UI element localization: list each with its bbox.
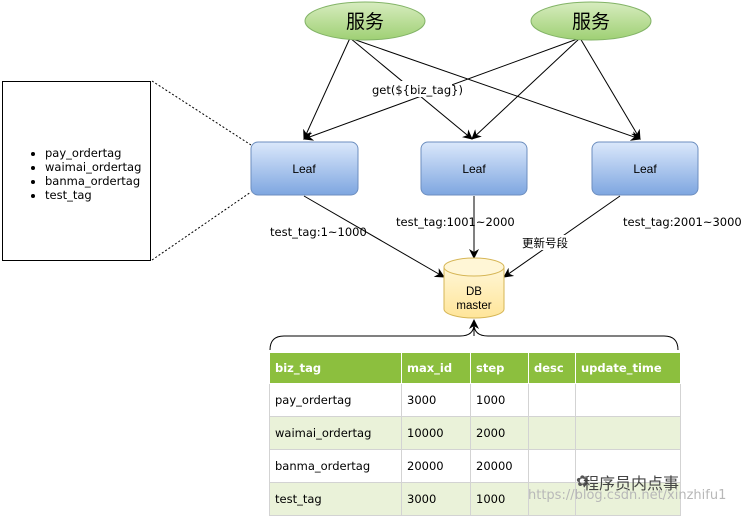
biz-tag-list: pay_ordertag waimai_ordertag banma_order… — [3, 146, 141, 202]
column-header: max_id — [401, 352, 471, 384]
table-header-row: biz_tag max_id step desc update_time — [269, 352, 681, 384]
table-cell: waimai_ordertag — [269, 416, 402, 450]
table-cell: banma_ordertag — [269, 449, 402, 483]
edge-s1-leaf3 — [349, 37, 641, 141]
column-header: update_time — [575, 352, 681, 384]
list-item: waimai_ordertag — [45, 160, 141, 174]
list-item: test_tag — [45, 188, 141, 202]
service-node-2: 服务 — [530, 1, 652, 41]
service-to-leaf-edges — [303, 37, 641, 141]
service-node-1: 服务 — [304, 1, 426, 41]
table-cell: 10000 — [401, 416, 471, 450]
edge-s1-leaf1 — [303, 37, 351, 140]
leaf-label: Leaf — [462, 162, 486, 176]
table-cell: 1000 — [470, 383, 529, 417]
get-label-bg — [370, 81, 452, 97]
table-cell — [575, 383, 681, 417]
table-cell — [528, 482, 576, 516]
edge-s2-leaf2 — [471, 37, 581, 140]
table-cell: 3000 — [401, 383, 471, 417]
callout-line-bottom — [151, 191, 252, 261]
table-cell — [575, 482, 681, 516]
update-label-bg — [520, 235, 572, 250]
table-row: banma_ordertag 20000 20000 — [269, 449, 681, 483]
segment-label-leaf1: test_tag:1~1000 — [270, 225, 367, 239]
db-label-line2: master — [456, 300, 491, 312]
leaf-alloc-table: biz_tag max_id step desc update_time pay… — [269, 352, 681, 516]
table-cell — [528, 449, 576, 483]
service-label: 服务 — [572, 11, 610, 33]
table-cell: 20000 — [470, 449, 529, 483]
db-label-line1: DB — [466, 286, 482, 298]
table-cell — [528, 416, 576, 450]
table-cell: 2000 — [470, 416, 529, 450]
column-header: desc — [528, 352, 576, 384]
biz-tag-list-box: pay_ordertag waimai_ordertag banma_order… — [2, 81, 151, 261]
db-master-node: DB master — [443, 257, 505, 319]
edge-leaf1-db — [303, 195, 445, 278]
table-row: pay_ordertag 3000 1000 — [269, 383, 681, 417]
segment-label-leaf2: test_tag:1001~2000 — [396, 215, 515, 229]
table-cell: pay_ordertag — [269, 383, 402, 417]
leaf-node-2: Leaf — [420, 141, 528, 196]
list-callout-lines — [151, 80, 252, 261]
table-row: test_tag 3000 1000 — [269, 482, 681, 516]
leaf-label: Leaf — [292, 162, 316, 176]
service-label: 服务 — [346, 11, 384, 33]
column-header: step — [470, 352, 529, 384]
table-brace — [269, 323, 679, 351]
callout-line-top — [151, 80, 252, 146]
segment-label-leaf3: test_tag:2001~3000 — [623, 215, 742, 229]
table-cell: 3000 — [401, 482, 471, 516]
table-cell: test_tag — [269, 482, 402, 516]
table-cell: 1000 — [470, 482, 529, 516]
table-cell: 20000 — [401, 449, 471, 483]
leaf-label: Leaf — [633, 162, 657, 176]
update-segment-label: 更新号段 — [522, 236, 568, 250]
table-cell — [575, 449, 681, 483]
table-row: waimai_ordertag 10000 2000 — [269, 416, 681, 450]
leaf-node-1: Leaf — [250, 141, 359, 196]
leaf-node-3: Leaf — [591, 141, 699, 196]
table-cell — [575, 416, 681, 450]
table-cell — [528, 383, 576, 417]
column-header: biz_tag — [269, 352, 402, 384]
list-item: pay_ordertag — [45, 146, 141, 160]
edge-s2-leaf3 — [579, 37, 641, 140]
list-item: banma_ordertag — [45, 174, 141, 188]
get-request-label: get(${biz_tag}) — [372, 83, 463, 97]
